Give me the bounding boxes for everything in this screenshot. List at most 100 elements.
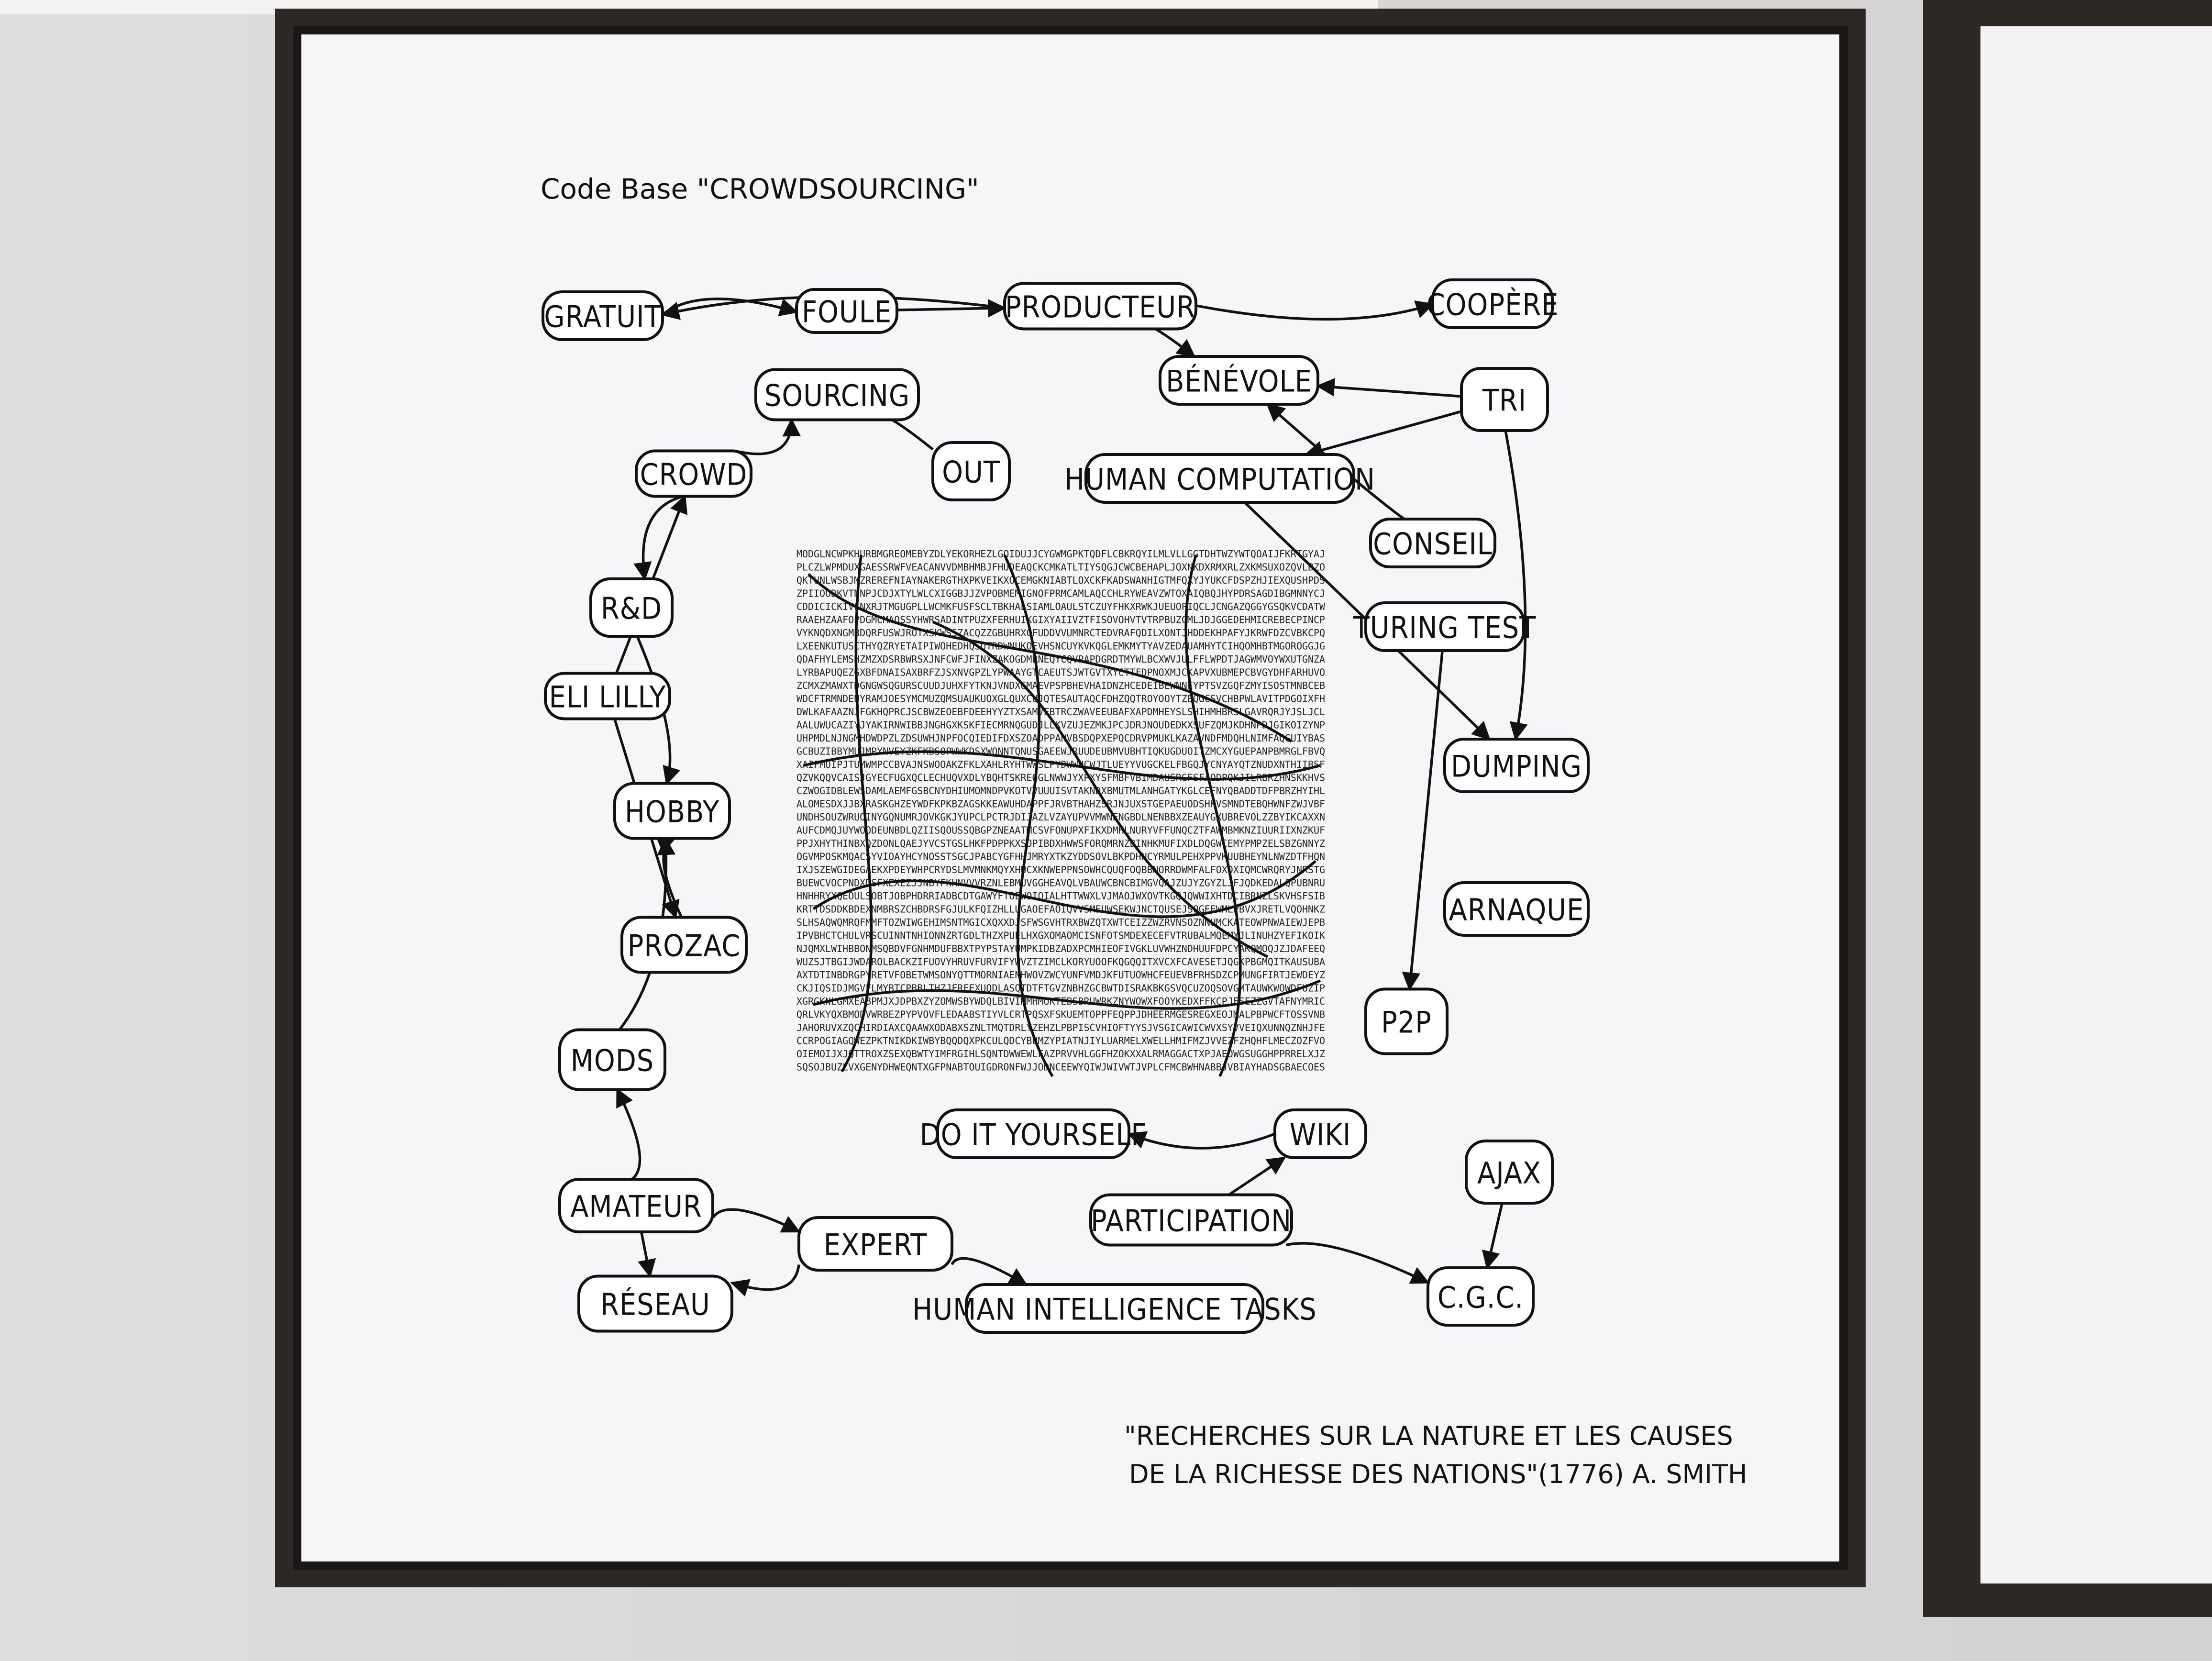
- node-benevole: BÉNÉVOLE: [1159, 355, 1319, 406]
- node-reseau: RÉSEAU: [577, 1274, 733, 1333]
- node-label: SOURCING: [764, 378, 910, 413]
- node-label: COOPÈRE: [1427, 288, 1559, 322]
- text-block-row: CZWOGIDBLEWSDAMLAEMFGSBCNYDHIUMOMNDPVKOT…: [796, 785, 1325, 797]
- text-block-row: ALOMESDXJJBXRASKGHZEYWDFKPKBZAGSKKEAWUHD…: [796, 798, 1325, 810]
- edge-amateur-to-expert: [711, 1208, 801, 1233]
- text-block-row: LYRBAPUQEZGXBFDNAISAXBRFZJSXNVGPZLYPWAAY…: [796, 667, 1325, 678]
- node-expert: EXPERT: [797, 1216, 953, 1272]
- tangle-line-3: [841, 554, 873, 1073]
- tangle-line-1: [807, 573, 1293, 743]
- node-box: [1159, 355, 1319, 406]
- node-producteur: PRODUCTEUR: [1003, 282, 1197, 331]
- text-block-row: PLCZLWPMDUXGAESSRWFVEACANVVDMBHMBJFHUDEA…: [796, 562, 1325, 573]
- node-label: P2P: [1381, 1005, 1432, 1040]
- node-hobby: HOBBY: [613, 782, 731, 840]
- node-label: R&D: [601, 591, 662, 626]
- node-out: OUT: [931, 441, 1011, 501]
- node-box: [1364, 987, 1449, 1055]
- node-box: [1003, 282, 1197, 331]
- node-box: [589, 577, 674, 638]
- node-p2p: P2P: [1364, 987, 1449, 1055]
- text-block-row: SLHSAQWQMRQFMMFTOZWIWGEHIMSNTMGICXQXXDJS…: [796, 917, 1325, 928]
- text-block-row: CKJIQSIDJMGVFLMYBTCPBBLTHZJFRFEXUQDLASQT…: [796, 983, 1325, 994]
- text-block-row: HNHHRYXQEOULSOBTJOBPHDRRIADBCDTGAWYFTOEW…: [796, 890, 1325, 902]
- edges-layer: [613, 295, 1528, 1297]
- node-box: [558, 1028, 666, 1091]
- node-label: HUMAN INTELLIGENCE TASKS: [912, 1292, 1316, 1327]
- node-label: TRI: [1482, 383, 1526, 418]
- node-dumping: DUMPING: [1443, 738, 1590, 793]
- edge-gratuit-to-foule: [662, 298, 798, 317]
- node-label: BÉNÉVOLE: [1166, 364, 1312, 399]
- node-label: CROWD: [640, 457, 748, 492]
- node-foule: FOULE: [795, 288, 898, 334]
- text-block-row: JAHORUVXZQCHIRDIAXCQAAWXODABXSZNLTMQTDRL…: [796, 1022, 1325, 1033]
- node-eli-lilly: ELI LILLY: [544, 672, 671, 720]
- node-box: [542, 290, 664, 341]
- text-block-row: AALUWUCAZIYJYAKIRNWIBBJNGHGXKSKFIECMRNQG…: [796, 720, 1325, 731]
- edge-foule-to-producteur: [896, 299, 1006, 318]
- node-label: AMATEUR: [570, 1189, 702, 1224]
- node-arnaque: ARNAQUE: [1443, 881, 1590, 937]
- edge-tri-to-dumping: [1504, 430, 1528, 741]
- text-block-row: QRLVKYQXBMODVWRBEZPYPVOVFLEDAABSTIYVLCRT…: [796, 1009, 1325, 1020]
- text-block-row: UNDHSOUZWRUOINYGQNUMRJOVKGKJYUPCLPCTRJDI…: [796, 811, 1325, 823]
- node-box: [1465, 1140, 1554, 1205]
- node-label: DO IT YOURSELF: [920, 1118, 1147, 1152]
- node-box: [613, 782, 731, 840]
- node-hit: HUMAN INTELLIGENCE TASKS: [912, 1283, 1316, 1334]
- edge-tri-to-human_computation: [1304, 410, 1462, 459]
- text-block-row: CCRPOGIAGQWEZPKTNIKDKIWBYBQQDQXPKCULQDCY…: [796, 1035, 1325, 1047]
- right-paper: [1980, 26, 2212, 1583]
- citation-line-1: "RECHERCHES SUR LA NATURE ET LES CAUSES: [1124, 1421, 1733, 1451]
- text-block-row: CDDICICKIVLNXRJTMGUGPLLWCMKFUSFSCLTBKHAL…: [796, 601, 1326, 612]
- node-cgc: C.G.C.: [1427, 1266, 1535, 1327]
- node-box: [1443, 738, 1590, 793]
- edge-rd-to-hobby: [636, 635, 681, 786]
- node-prozac: PROZAC: [620, 916, 748, 974]
- node-box: [931, 441, 1011, 501]
- node-box: [558, 1178, 714, 1233]
- edge-amateur-to-reseau: [638, 1231, 656, 1278]
- node-label: EXPERT: [824, 1228, 928, 1262]
- text-block-row: SQSOJBUZLVXGENYDHWEQNTXGFPNABTOUIGDRONFW…: [796, 1062, 1325, 1073]
- node-turing-test: TURING TEST: [1353, 601, 1537, 652]
- node-label: C.G.C.: [1438, 1280, 1524, 1315]
- node-label: AJAX: [1477, 1156, 1541, 1191]
- node-label: TURING TEST: [1353, 610, 1537, 645]
- text-block-row: IPVBHCTCHULVRSCUINNTNHIONNZRTGDLTHZXPUEL…: [796, 930, 1325, 941]
- text-block-row: GCBUZIBBYMUJMPYNVEYZKFKBSOPWWKDSXWONNTQN…: [796, 746, 1325, 757]
- text-block-row: ZPIIOODKVTNNPJCDJXTYLWLCXIGGBJJZVPOBMEMI…: [796, 588, 1325, 599]
- node-label: ARNAQUE: [1449, 893, 1584, 928]
- text-block-row: PPJXHYTHINBXQZDONLQAEJYVCSTGSLHKFPDPPKXS…: [796, 838, 1325, 849]
- node-label: PRODUCTEUR: [1005, 290, 1195, 325]
- node-coopere: COOPÈRE: [1427, 278, 1559, 329]
- edge-turing_test-to-p2p: [1402, 650, 1444, 991]
- tangle-line-6: [803, 750, 1321, 781]
- text-block-row: OIEMOIJXJQTTROXZSEXQBWTYIMFRGIHLSQNTDWWE…: [796, 1048, 1325, 1060]
- text-block-row: AXTDTINBDRGPYRETVFOBETWMSONYQTTMORNIAENH…: [796, 969, 1325, 981]
- edge-participation-to-wiki: [1228, 1156, 1286, 1196]
- node-tri: TRI: [1460, 367, 1549, 432]
- node-box: [577, 1274, 733, 1333]
- node-do-it-yourself: DO IT YOURSELF: [920, 1108, 1147, 1159]
- node-label: FOULE: [802, 295, 892, 330]
- node-conseil: CONSEIL: [1369, 518, 1496, 568]
- text-block-row: MODGLNCWPKHURBMGREOMEBYZDLYEKORHEZLGOIDU…: [796, 548, 1325, 560]
- edge-participation-to-cgc: [1285, 1242, 1430, 1284]
- nodes-layer: GRATUIT FOULE PRODUCTEUR COOPÈRE SOURCING BÉN…: [542, 278, 1590, 1334]
- node-ajax: AJAX: [1465, 1140, 1554, 1205]
- edge-amateur-to-mods: [616, 1088, 641, 1181]
- text-block-row: QDAFHYLEMSHZMZXDSRBWRSXJNFCWFJFINXZAKOGD…: [796, 653, 1325, 665]
- node-box: [936, 1108, 1130, 1159]
- tangle-line-7: [813, 979, 1321, 1010]
- node-label: GRATUIT: [544, 299, 661, 334]
- edge-tri-to-benevole: [1316, 378, 1462, 398]
- node-crowd: CROWD: [635, 449, 752, 498]
- artwork-title: Code Base "CROWDSOURCING": [541, 173, 979, 205]
- text-block-row: ZCMXZMAWXTDGNGWSQGURSCUUDJUHXFYTKNJVNDXG…: [796, 680, 1325, 691]
- text-block-row: IXJSZEWGIDEGAEKXPDEYWHPCRYDSLMVMNKMQYXHU…: [796, 864, 1325, 875]
- node-mods: MODS: [558, 1028, 666, 1091]
- edge-wiki-to-do_it_yourself: [1127, 1131, 1276, 1150]
